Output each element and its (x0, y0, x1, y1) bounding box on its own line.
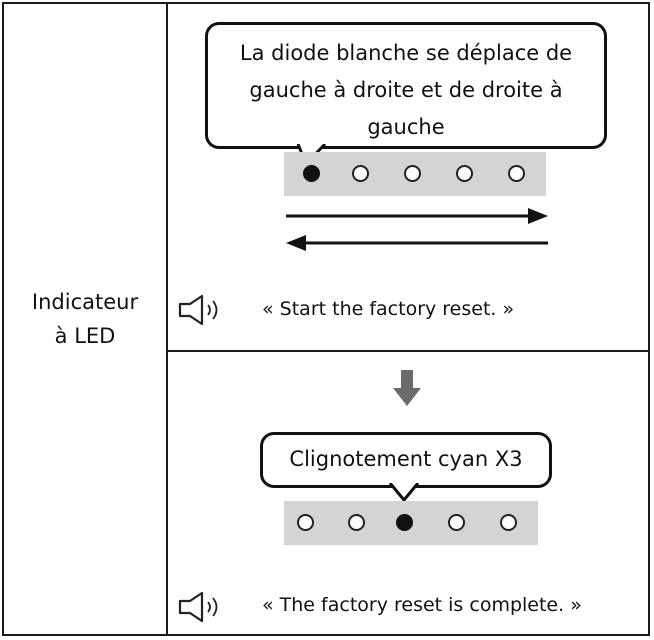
bubble-tail (388, 483, 420, 502)
row-divider (166, 350, 648, 352)
led-1 (303, 165, 320, 182)
down-arrow-icon (393, 370, 421, 406)
led-3 (396, 514, 413, 531)
led-strip-step2 (284, 501, 538, 545)
voice-message-complete: « The factory reset is complete. » (262, 594, 582, 616)
bubble-text-cyan-blink: Clignotement cyan X3 (289, 447, 523, 471)
led-2 (352, 165, 369, 182)
led-indicator-label: Indicateur à LED (31, 290, 139, 348)
label-cell: Indicateur à LED (4, 4, 166, 634)
led-1 (297, 514, 314, 531)
bubble-text-moving-led: La diode blanche se déplace de gauche à … (239, 41, 573, 139)
led-4 (456, 165, 473, 182)
led-2 (348, 514, 365, 531)
led-strip-step1 (284, 152, 546, 196)
voice-message-start: « Start the factory reset. » (262, 298, 515, 320)
led-5 (500, 514, 517, 531)
speaker-icon (178, 591, 218, 623)
left-right-arrows-icon (286, 208, 548, 251)
speech-bubble-cyan-blink: Clignotement cyan X3 (260, 432, 552, 488)
column-divider (166, 4, 168, 634)
speaker-icon (178, 294, 218, 326)
led-5 (508, 165, 525, 182)
speech-bubble-moving-led: La diode blanche se déplace de gauche à … (205, 22, 607, 149)
led-4 (448, 514, 465, 531)
led-3 (404, 165, 421, 182)
